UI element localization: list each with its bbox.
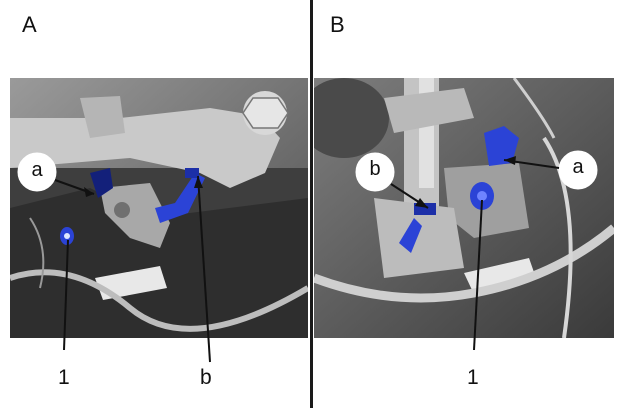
- panel-a-callout-b: b: [200, 366, 212, 389]
- panel-divider: [310, 0, 313, 408]
- panel-b-callout-1: 1: [467, 366, 479, 389]
- panel-b-photo: [314, 78, 614, 338]
- panel-b-callout-a: a: [572, 156, 584, 178]
- panel-b-letter: B: [330, 12, 345, 37]
- panel-a-callout-a: a: [31, 159, 43, 181]
- panel-b-callout-b: b: [369, 158, 381, 180]
- panel-a-callout-1: 1: [58, 366, 70, 389]
- panel-a-photo: [10, 78, 308, 338]
- panel-a-letter: A: [22, 12, 37, 37]
